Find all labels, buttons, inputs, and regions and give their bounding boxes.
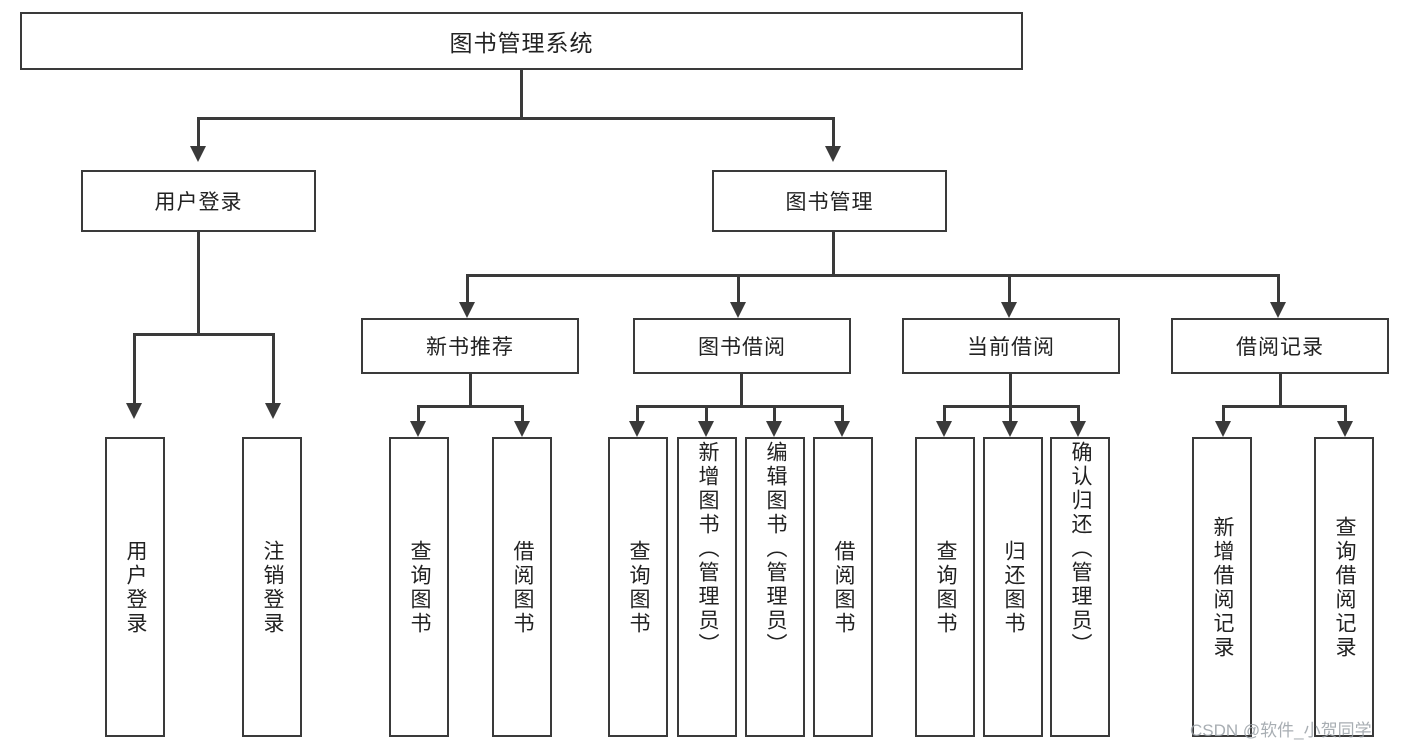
node-book-management-system[interactable]: 图书管理系统: [20, 12, 1023, 70]
edge-br-to-leaf-2: [1344, 405, 1347, 423]
arrowhead-user-login-leaf-2: [265, 403, 281, 419]
node-label: 查询图书: [627, 540, 651, 636]
leaf-new-book-recommend-2[interactable]: 借阅图书: [492, 437, 552, 737]
edge-root-to-book-management: [832, 117, 835, 148]
edge-bb-to-leaf-4: [841, 405, 844, 423]
node-label: 新增借阅记录: [1211, 516, 1235, 660]
node-label: 编辑图书（管理员）: [764, 441, 788, 657]
edge-book-borrow-stem: [740, 374, 743, 407]
arrowhead-nbr-leaf-1: [410, 421, 426, 437]
leaf-current-borrow-3[interactable]: 确认归还（管理员）: [1050, 437, 1110, 737]
edge-nbr-to-leaf-2: [521, 405, 524, 423]
edge-book-management-stem: [832, 232, 835, 276]
edge-root-split-bar: [197, 117, 835, 120]
arrowhead-bb-leaf-3: [766, 421, 782, 437]
arrowhead-cb-leaf-3: [1070, 421, 1086, 437]
node-label: 借阅图书: [511, 540, 535, 636]
edge-cb-to-leaf-1: [943, 405, 946, 423]
edge-bm-to-current-borrow: [1008, 274, 1011, 304]
edge-cb-to-leaf-2: [1009, 405, 1012, 423]
arrowhead-current-borrow: [1001, 302, 1017, 318]
edge-br-to-leaf-1: [1222, 405, 1225, 423]
node-label: 用户登录: [124, 540, 148, 636]
arrowhead-br-leaf-1: [1215, 421, 1231, 437]
leaf-current-borrow-2[interactable]: 归还图书: [983, 437, 1043, 737]
arrowhead-to-user-login: [190, 146, 206, 162]
edge-bm-to-new-book-recommend: [466, 274, 469, 304]
edge-user-login-stem: [197, 232, 200, 335]
leaf-user-login-2[interactable]: 注销登录: [242, 437, 302, 737]
edge-bb-to-leaf-2: [705, 405, 708, 423]
node-current-borrow[interactable]: 当前借阅: [902, 318, 1120, 374]
node-book-management[interactable]: 图书管理: [712, 170, 947, 232]
leaf-user-login-1[interactable]: 用户登录: [105, 437, 165, 737]
node-borrow-record[interactable]: 借阅记录: [1171, 318, 1389, 374]
arrowhead-cb-leaf-2: [1002, 421, 1018, 437]
arrowhead-cb-leaf-1: [936, 421, 952, 437]
edge-bm-to-book-borrow: [737, 274, 740, 304]
node-label: 确认归还（管理员）: [1069, 441, 1093, 657]
leaf-borrow-record-1[interactable]: 新增借阅记录: [1192, 437, 1252, 737]
edge-root-to-user-login: [197, 117, 200, 148]
edge-user-login-to-leaf-1: [133, 333, 136, 405]
edge-borrow-record-stem: [1279, 374, 1282, 407]
arrowhead-book-borrow: [730, 302, 746, 318]
arrowhead-user-login-leaf-1: [126, 403, 142, 419]
node-label: 用户登录: [154, 191, 243, 214]
edge-root-stem: [520, 70, 523, 118]
edge-user-login-to-leaf-2: [272, 333, 275, 405]
edge-borrow-record-split-bar: [1222, 405, 1347, 408]
arrowhead-borrow-record: [1270, 302, 1286, 318]
arrowhead-to-book-management: [825, 146, 841, 162]
edge-cb-to-leaf-3: [1077, 405, 1080, 423]
node-label: 借阅记录: [1236, 336, 1324, 359]
node-label: 新增图书（管理员）: [696, 441, 720, 657]
node-label: 借阅图书: [832, 540, 856, 636]
node-label: 新书推荐: [426, 336, 514, 359]
leaf-book-borrow-2[interactable]: 新增图书（管理员）: [677, 437, 737, 737]
edge-bb-to-leaf-1: [636, 405, 639, 423]
node-label: 归还图书: [1002, 540, 1026, 636]
node-label: 图书借阅: [698, 336, 786, 359]
edge-bm-to-borrow-record: [1277, 274, 1280, 304]
arrowhead-nbr-leaf-2: [514, 421, 530, 437]
arrowhead-bb-leaf-2: [698, 421, 714, 437]
node-label: 注销登录: [261, 540, 285, 636]
leaf-book-borrow-3[interactable]: 编辑图书（管理员）: [745, 437, 805, 737]
node-label: 查询图书: [934, 540, 958, 636]
edge-new-book-recommend-split-bar: [417, 405, 524, 408]
node-user-login[interactable]: 用户登录: [81, 170, 316, 232]
edge-book-borrow-split-bar: [636, 405, 844, 408]
leaf-borrow-record-2[interactable]: 查询借阅记录: [1314, 437, 1374, 737]
leaf-book-borrow-4[interactable]: 借阅图书: [813, 437, 873, 737]
leaf-current-borrow-1[interactable]: 查询图书: [915, 437, 975, 737]
leaf-new-book-recommend-1[interactable]: 查询图书: [389, 437, 449, 737]
edge-new-book-recommend-stem: [469, 374, 472, 407]
edge-nbr-to-leaf-1: [417, 405, 420, 423]
edge-bb-to-leaf-3: [773, 405, 776, 423]
edge-current-borrow-stem: [1009, 374, 1012, 407]
node-label: 图书管理系统: [449, 30, 594, 56]
node-label: 当前借阅: [967, 336, 1055, 359]
edge-book-management-split-bar: [466, 274, 1280, 277]
node-label: 查询图书: [408, 540, 432, 636]
node-label: 图书管理: [785, 191, 874, 214]
arrowhead-bb-leaf-1: [629, 421, 645, 437]
node-label: 查询借阅记录: [1333, 516, 1357, 660]
arrowhead-new-book-recommend: [459, 302, 475, 318]
csdn-watermark: CSDN @软件_小贺同学: [1190, 721, 1372, 740]
arrowhead-bb-leaf-4: [834, 421, 850, 437]
edge-user-login-split-bar: [133, 333, 275, 336]
arrowhead-br-leaf-2: [1337, 421, 1353, 437]
node-new-book-recommend[interactable]: 新书推荐: [361, 318, 579, 374]
leaf-book-borrow-1[interactable]: 查询图书: [608, 437, 668, 737]
node-book-borrow[interactable]: 图书借阅: [633, 318, 851, 374]
